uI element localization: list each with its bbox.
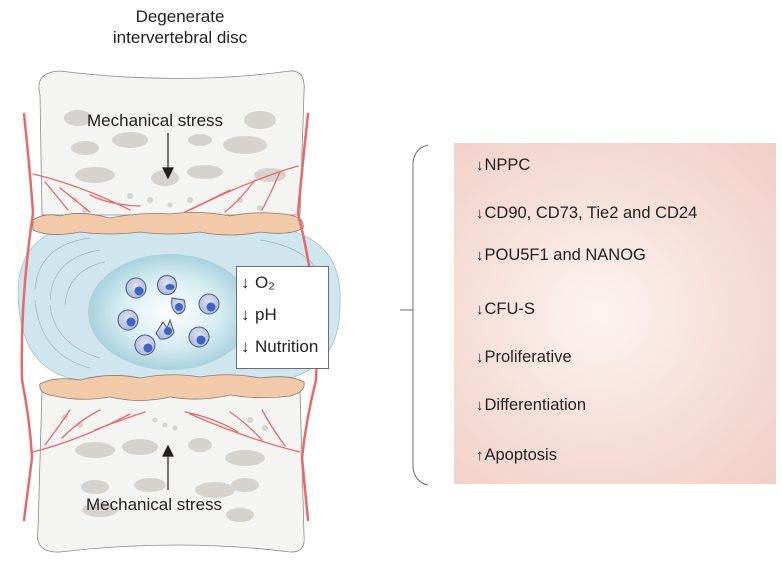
- diagram-title: Degenerate intervertebral disc: [60, 6, 300, 48]
- down-arrow-icon: ↓: [476, 397, 484, 414]
- mechanical-stress-label-top: Mechanical stress: [87, 111, 224, 130]
- title-line-2: intervertebral disc: [112, 28, 248, 47]
- down-arrow-icon: ↓: [476, 301, 484, 318]
- cell: [134, 334, 156, 356]
- cell: [125, 277, 147, 299]
- condition-nutrition: ↓ Nutrition: [241, 337, 318, 357]
- effect-item: ↓CFU-S: [476, 300, 535, 319]
- down-arrow-icon: ↓: [476, 157, 484, 174]
- title-line-1: Degenerate: [135, 7, 225, 26]
- cell: [198, 293, 220, 315]
- effect-label: Apoptosis: [484, 446, 557, 464]
- effect-label: CD90, CD73, Tie2 and CD24: [484, 204, 698, 222]
- effect-item: ↓Differentiation: [476, 396, 586, 415]
- condition-label: Nutrition: [255, 337, 319, 356]
- condition-ph: ↓ pH: [241, 305, 277, 325]
- effect-item: ↑Apoptosis: [476, 446, 557, 465]
- effects-panel: ↓NPPC ↓CD90, CD73, Tie2 and CD24 ↓POU5F1…: [454, 143, 776, 484]
- microenvironment-conditions-box: ↓ O₂ ↓ pH ↓ Nutrition: [236, 266, 329, 369]
- down-arrow-icon: ↓: [476, 247, 484, 264]
- effect-label: NPPC: [484, 156, 531, 174]
- nucleus-pulposus: [88, 254, 252, 370]
- condition-label: O₂: [255, 273, 275, 292]
- cell: [117, 309, 139, 331]
- condition-label: pH: [255, 305, 277, 324]
- upper-endplate: [32, 212, 304, 236]
- effect-label: CFU-S: [484, 300, 535, 318]
- effect-label: Proliferative: [484, 348, 572, 366]
- cell: [155, 318, 175, 340]
- stress-arrow-up: [162, 444, 174, 490]
- down-arrow-icon: ↓: [476, 349, 484, 366]
- up-arrow-icon: ↑: [476, 447, 484, 464]
- left-outer-vessel: [20, 112, 35, 522]
- down-arrow-icon: ↓: [476, 205, 484, 222]
- cell: [188, 326, 210, 348]
- intervertebral-disc-illustration: [17, 70, 341, 553]
- lower-endplate: [39, 374, 305, 401]
- upper-trabeculae: [64, 110, 286, 213]
- effect-item: ↓CD90, CD73, Tie2 and CD24: [476, 204, 697, 223]
- effect-item: ↓Proliferative: [476, 348, 572, 367]
- annulus-lamellae: [34, 237, 326, 369]
- effect-item: ↓NPPC: [476, 156, 530, 175]
- down-arrow-icon: ↓: [241, 305, 250, 324]
- cells: [117, 275, 220, 356]
- down-arrow-icon: ↓: [241, 273, 250, 292]
- stress-arrow-down: [162, 133, 174, 180]
- condition-o2: ↓ O₂: [241, 273, 275, 293]
- mechanical-stress-label-bottom: Mechanical stress: [86, 495, 223, 514]
- effect-item: ↓POU5F1 and NANOG: [476, 246, 646, 265]
- down-arrow-icon: ↓: [241, 337, 250, 356]
- cell: [157, 275, 177, 295]
- effect-label: POU5F1 and NANOG: [484, 246, 646, 264]
- cell: [171, 297, 186, 315]
- effect-label: Differentiation: [484, 396, 587, 414]
- curly-bracket: [400, 144, 429, 486]
